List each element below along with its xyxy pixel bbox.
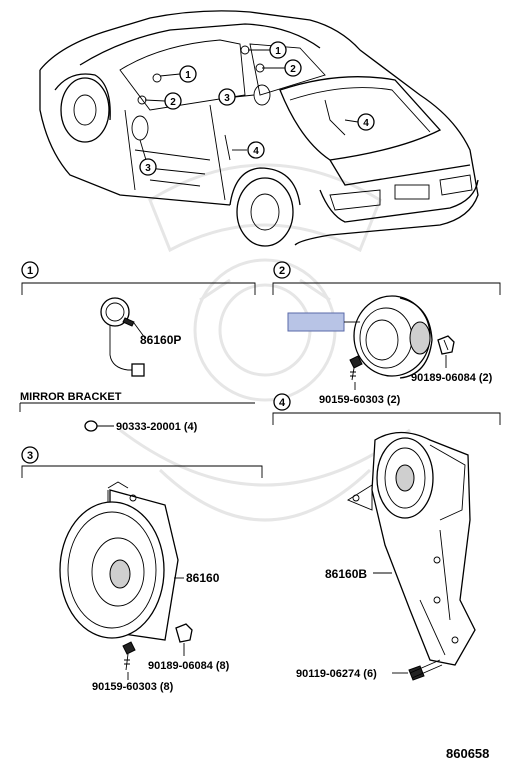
part-grommet: 90333-20001 (4) (116, 421, 198, 433)
door-screw-icon (122, 641, 136, 671)
part-door-speaker-clip: 90189-06084 (8) (148, 660, 230, 672)
callout-3-a: 3 (218, 88, 236, 106)
svg-text:2: 2 (290, 64, 296, 75)
part-rear-speaker-screw: 90159-60303 (2) (319, 394, 401, 406)
section-2: 2 90189-06084 (2) 90159-60303 (2) (272, 261, 501, 406)
car-overview: 1 2 1 2 3 3 4 4 (39, 10, 479, 247)
svg-text:4: 4 (253, 146, 259, 157)
callout-1-b: 1 (179, 65, 197, 83)
callout-2-b: 2 (164, 92, 182, 110)
screw-icon (349, 355, 363, 381)
bolt-icon (408, 659, 443, 681)
svg-text:1: 1 (27, 265, 33, 277)
part-rear-assy-bolt: 90119-06274 (6) (296, 668, 377, 680)
svg-text:1: 1 (275, 46, 281, 57)
section-1: 1 86160P MIRROR BRACKET 90333-20001 (4) (19, 261, 256, 433)
svg-text:2: 2 (279, 265, 285, 277)
mirror-bracket-label: MIRROR BRACKET (20, 391, 122, 403)
rear-speaker-icon (353, 295, 433, 379)
callout-3-b: 3 (139, 158, 157, 176)
callout-1-a: 1 (269, 41, 287, 59)
svg-text:2: 2 (170, 97, 176, 108)
callout-4-a: 4 (357, 113, 375, 131)
diagram-id: 860658 (446, 746, 489, 761)
svg-text:3: 3 (145, 163, 151, 174)
callout-2-a: 2 (284, 59, 302, 77)
section-3: 3 86160 90189-06084 (8) 90159-60303 (8) (21, 446, 263, 693)
callout-4-b: 4 (247, 141, 265, 159)
svg-text:4: 4 (279, 397, 286, 409)
door-clip-icon (175, 623, 193, 643)
highlight-box (287, 312, 345, 332)
part-rear-speaker-assy: 86160B (325, 567, 367, 581)
rear-speaker-assy-icon (347, 431, 476, 666)
front-wheel (54, 73, 111, 143)
grommet-icon (84, 420, 98, 432)
svg-text:3: 3 (27, 450, 33, 462)
rear-wheel (229, 167, 301, 247)
svg-text:4: 4 (363, 118, 369, 129)
door-speaker-icon (59, 481, 179, 641)
tweeter-icon (100, 297, 145, 377)
part-door-speaker-screw: 90159-60303 (8) (92, 681, 174, 693)
part-rear-speaker-clip: 90189-06084 (2) (411, 372, 493, 384)
part-door-speaker: 86160 (186, 571, 220, 585)
svg-text:1: 1 (185, 70, 191, 81)
part-tweeter: 86160P (140, 333, 181, 347)
section-4: 4 86160B 90119-06274 (6) (272, 393, 501, 681)
svg-text:3: 3 (224, 93, 230, 104)
clip-icon (437, 335, 455, 355)
